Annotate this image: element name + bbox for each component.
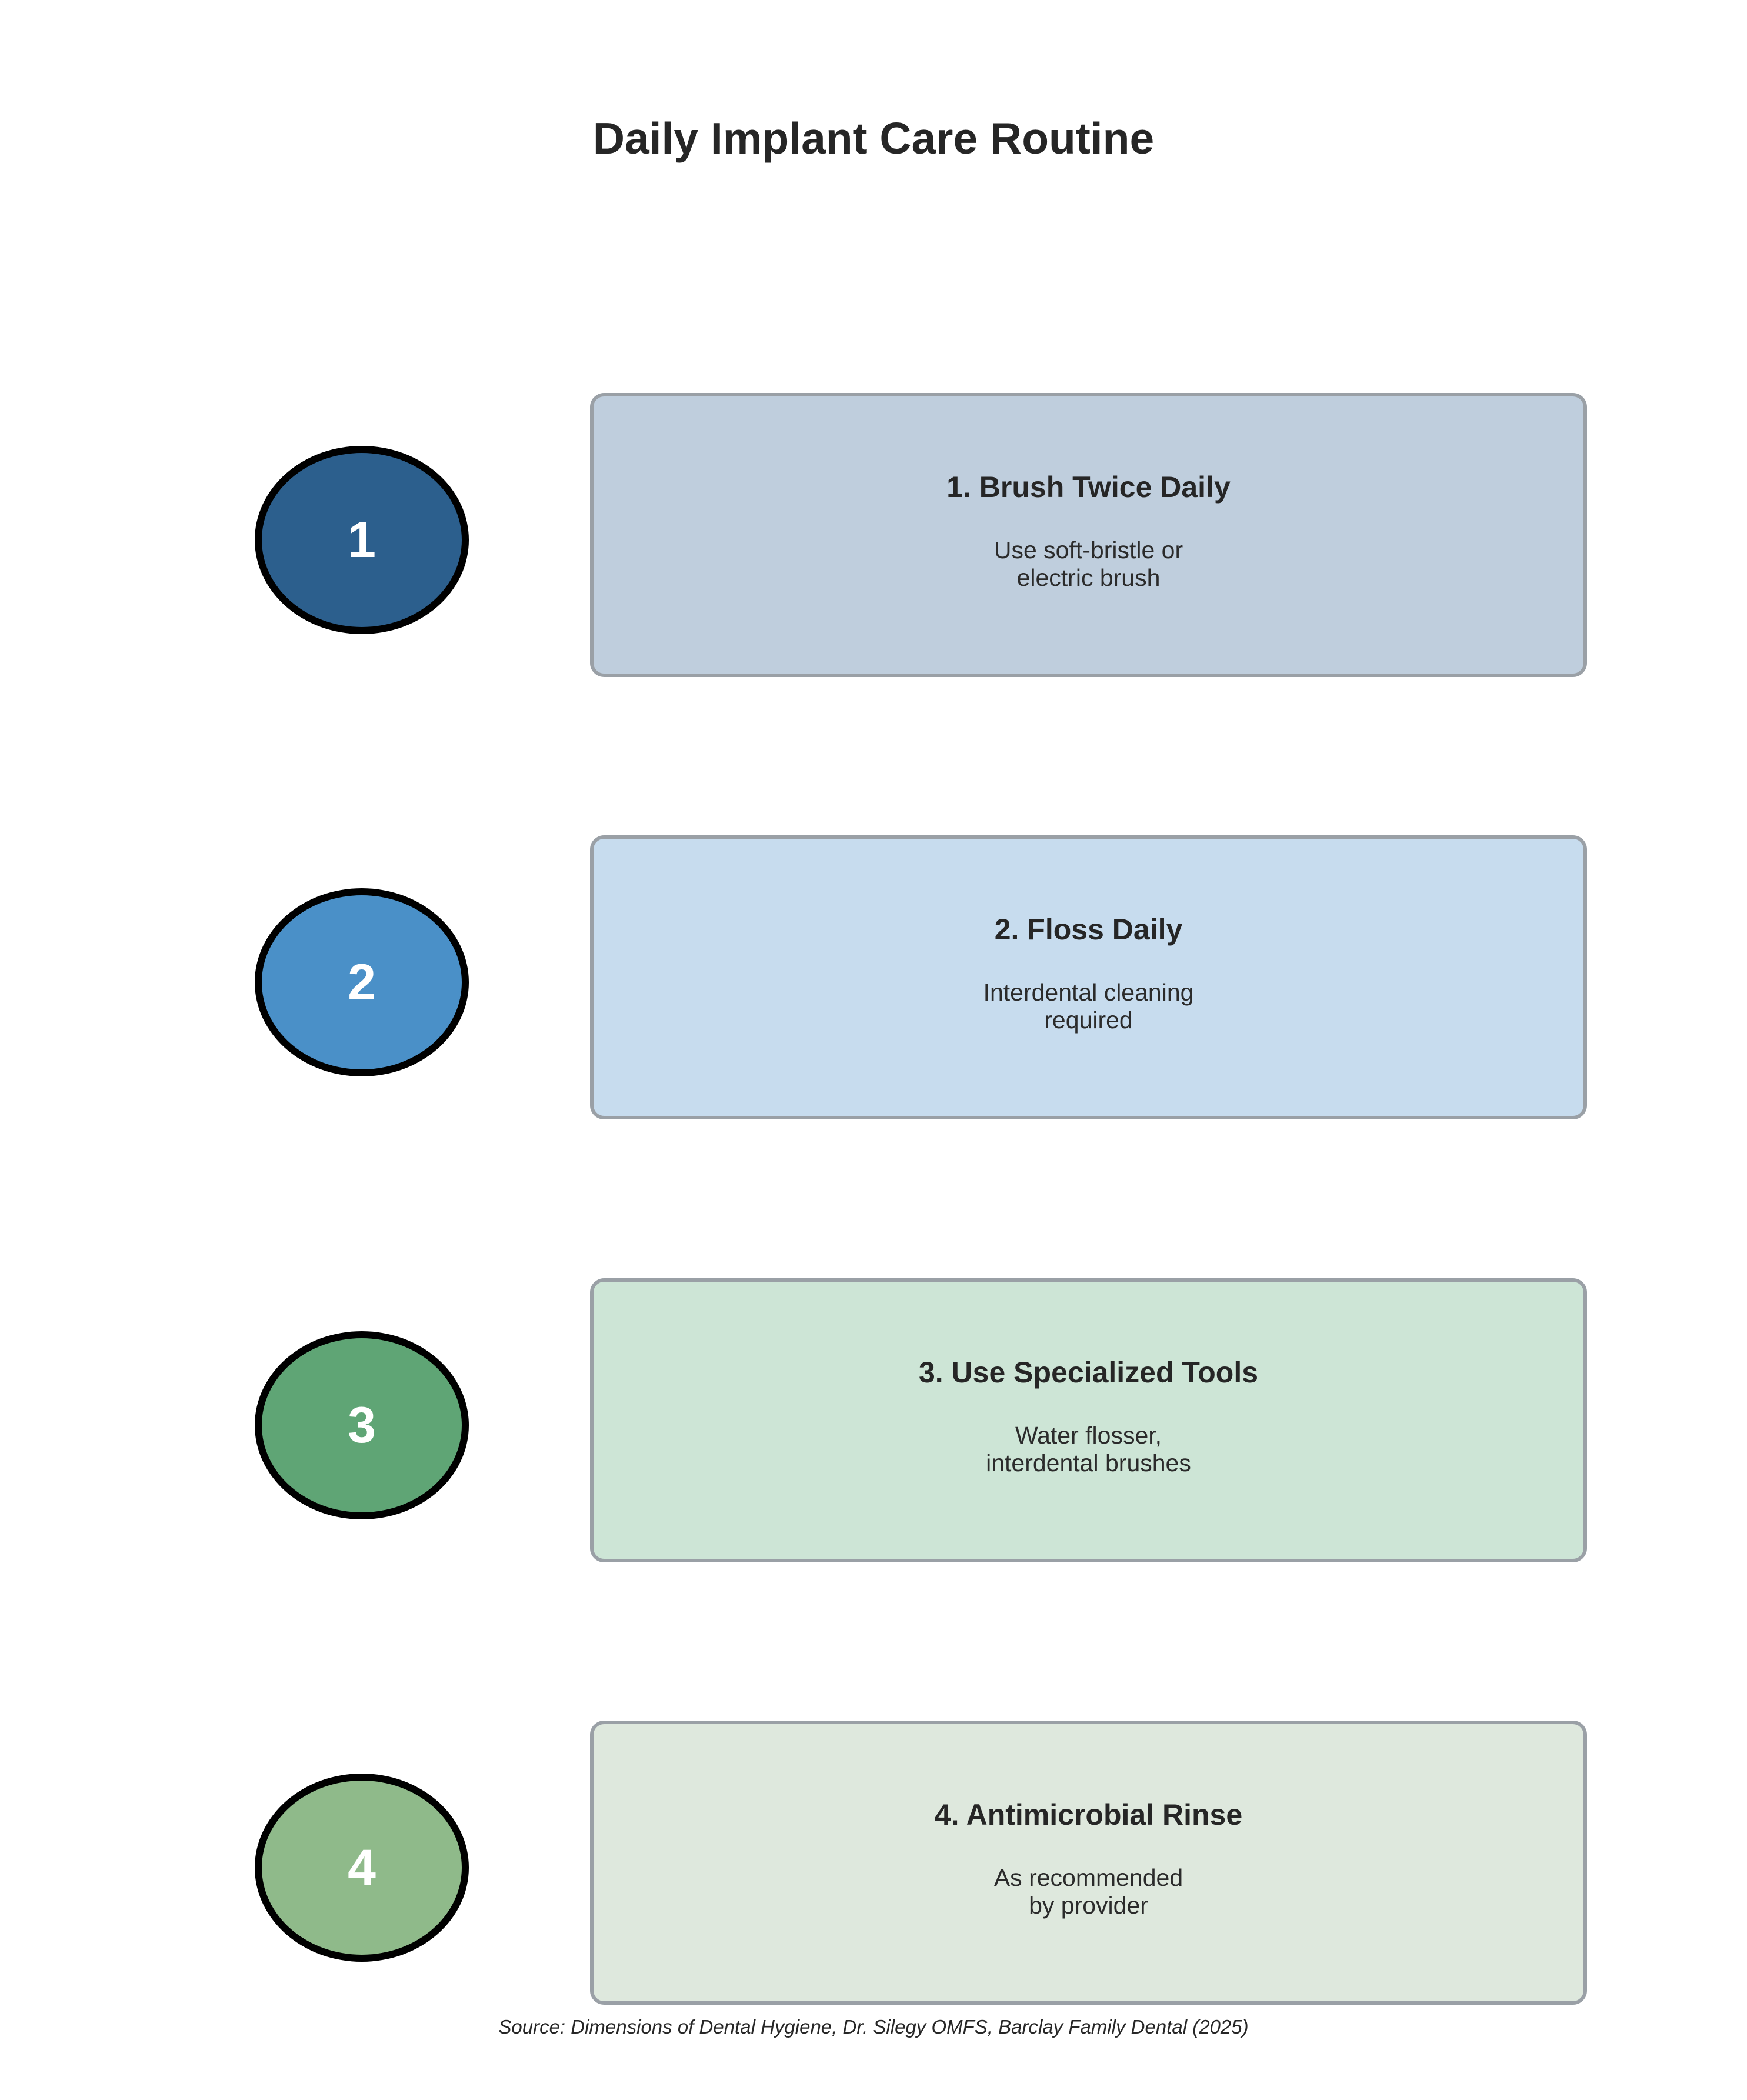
step-number-badge: 1: [255, 446, 469, 634]
step-description: Water flosser, interdental brushes: [986, 1422, 1191, 1476]
step-title: 3. Use Specialized Tools: [918, 1356, 1259, 1389]
step-description: Interdental cleaning required: [983, 979, 1194, 1034]
page-title: Daily Implant Care Routine: [592, 114, 1155, 163]
step-description: As recommended by provider: [993, 1864, 1183, 1919]
step-2: 2 2. Floss Daily Interdental cleaning re…: [0, 835, 1747, 1119]
step-4: 4 4. Antimicrobial Rinse As recommended …: [0, 1721, 1747, 2005]
step-3: 3 3. Use Specialized Tools Water flosser…: [0, 1278, 1747, 1562]
step-title: 1. Brush Twice Daily: [946, 471, 1231, 504]
step-number-badge: 2: [255, 888, 469, 1076]
source-note: Source: Dimensions of Dental Hygiene, Dr…: [498, 2016, 1249, 2038]
step-card: 1. Brush Twice Daily Use soft-bristle or…: [590, 393, 1587, 677]
step-card: 2. Floss Daily Interdental cleaning requ…: [590, 835, 1587, 1119]
step-title: 2. Floss Daily: [994, 913, 1183, 946]
step-description: Use soft-bristle or electric brush: [993, 536, 1183, 591]
step-1: 1 1. Brush Twice Daily Use soft-bristle …: [0, 393, 1747, 677]
step-card: 3. Use Specialized Tools Water flosser, …: [590, 1278, 1587, 1562]
step-card: 4. Antimicrobial Rinse As recommended by…: [590, 1721, 1587, 2005]
step-title: 4. Antimicrobial Rinse: [934, 1798, 1243, 1831]
step-number-badge: 3: [255, 1331, 469, 1519]
step-number-badge: 4: [255, 1774, 469, 1962]
